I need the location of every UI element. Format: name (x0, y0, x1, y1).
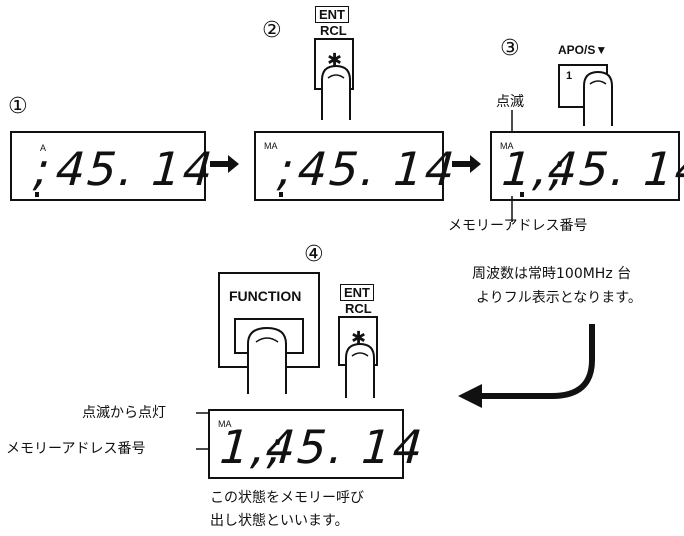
arrow-right-icon (452, 154, 482, 177)
finger-icon (247, 326, 287, 394)
curved-arrow-icon (458, 324, 595, 408)
blink-to-lit-label: 点滅から点灯 (82, 405, 166, 421)
ent-label-4: ENT (340, 284, 374, 301)
lcd-display-1: A ; 45. 14 (10, 131, 216, 201)
lcd-prefix-1: ; (32, 142, 54, 196)
lcd-frequency-1: 45. 14 (54, 142, 217, 196)
apo-label: APO/S▼ (558, 43, 608, 57)
indicator-ma-3: MA (500, 141, 514, 151)
mem-address-label-2: メモリーアドレス番号 (6, 441, 146, 457)
caption-line-1: この状態をメモリー呼び (210, 490, 364, 506)
indicator-ma-2: MA (264, 141, 278, 151)
caption-line-2: 出し状態といいます。 (210, 513, 349, 529)
lcd-dot-1 (35, 192, 39, 197)
lcd-dot-3 (520, 192, 524, 197)
blink-label: 点滅 (496, 94, 524, 110)
lcd-frequency-4: 45. 14 (264, 420, 427, 474)
lcd-display-2: MA ; 45. 14 (254, 131, 458, 201)
key-1-label: 1 (566, 70, 573, 82)
lcd-display-4: MA 1,; 45. 14 (208, 409, 426, 479)
indicator-ma-4: MA (218, 419, 232, 429)
lcd-display-3: MA 1,; 45. 14 (490, 131, 684, 201)
finger-icon (345, 342, 375, 398)
note-line-2: よりフル表示となります。 (476, 290, 642, 306)
indicator-a: A (40, 143, 47, 153)
step-4-number: ④ (304, 242, 324, 267)
lcd-frequency-2: 45. 14 (296, 142, 459, 196)
mem-address-label: メモリーアドレス番号 (448, 218, 588, 234)
arrow-right-icon (210, 154, 240, 177)
function-label: FUNCTION (229, 288, 302, 304)
lcd-prefix-2: ; (276, 142, 298, 196)
ent-label-2: ENT (315, 6, 349, 23)
step-3-number: ③ (500, 36, 520, 61)
star-icon: ✱ (327, 50, 343, 71)
step-2-number: ② (262, 18, 282, 43)
mem-addr-pointer-line (511, 196, 513, 222)
finger-icon (583, 70, 613, 126)
finger-icon (321, 64, 351, 120)
rcl-label-2: RCL (320, 23, 347, 38)
star-icon: ✱ (351, 328, 367, 349)
lcd-frequency-3: 45. 14 (546, 142, 684, 196)
note-line-1: 周波数は常時100MHz 台 (472, 266, 632, 282)
rcl-label-4: RCL (345, 301, 372, 316)
step-1-number: ① (8, 94, 28, 119)
lcd-dot-2 (279, 192, 283, 197)
function-key[interactable]: FUNCTION (218, 272, 320, 368)
